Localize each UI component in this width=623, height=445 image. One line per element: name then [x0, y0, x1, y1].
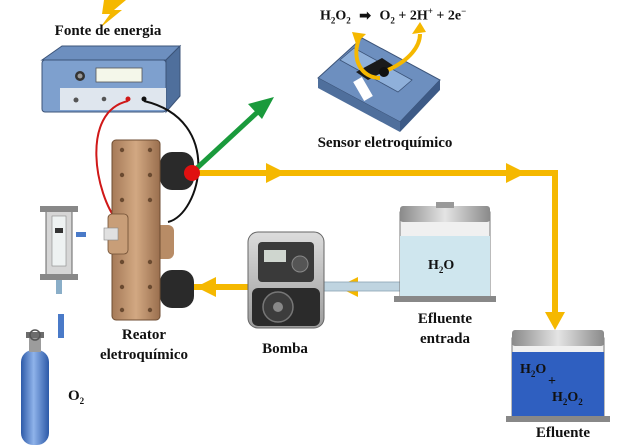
influent-tank: [394, 202, 496, 302]
reaction-product-2: + 2H: [398, 8, 428, 24]
reaction-product-1-sub: 2: [390, 15, 395, 26]
reaction-reactant-mid: O: [335, 8, 347, 24]
reaction-product-2-sup: +: [427, 6, 433, 16]
outlet-junction: [184, 165, 200, 181]
power-source-label: Fonte de energia: [54, 23, 162, 39]
effluent-water-label: H2O: [520, 362, 546, 382]
lightning-bolt-icon: [100, 0, 126, 28]
flow-lines: [175, 170, 558, 315]
effluent-tank: [506, 330, 610, 422]
power-source-device: [40, 44, 182, 114]
effluent-plus-label: +: [548, 374, 556, 390]
influent-content-o: O: [443, 258, 455, 273]
oxygen-label: O2: [68, 388, 84, 409]
reaction-arrow: ➡: [359, 8, 372, 24]
effluent-label: Efluente: [535, 425, 591, 441]
outlet-arrow: [195, 97, 274, 170]
reaction-product-3-sup: −: [461, 6, 467, 16]
reaction-product-1: O: [379, 8, 391, 24]
peristaltic-pump: [247, 231, 325, 329]
flow-rotameter: [40, 206, 86, 294]
red-wire: [95, 100, 129, 223]
effluent-water-h: H: [520, 362, 531, 377]
reaction-reactant-sub1: 2: [330, 15, 336, 26]
reactor-label-line2: eletroquímico: [99, 347, 189, 363]
influent-content-label: H2O: [428, 258, 454, 278]
effluent-peroxide-o: O: [567, 390, 579, 405]
effluent-water-sub: 2: [530, 368, 536, 379]
influent-content-sub: 2: [438, 264, 444, 275]
electrochemical-reactor: [103, 139, 200, 321]
influent-pipe: [321, 281, 401, 292]
influent-label-line2: entrada: [420, 331, 470, 347]
pump-label: Bomba: [262, 341, 308, 357]
oxygen-label-o: O: [68, 388, 80, 404]
reaction-reactant-sub2: 2: [346, 15, 351, 26]
sensor-label: Sensor eletroquímico: [317, 135, 453, 151]
gas-line: [58, 314, 64, 338]
reaction-equation: H2O2 ➡ O2 + 2H+ + 2e−: [320, 3, 466, 28]
reactor-label-line1: Reator: [121, 327, 167, 343]
reaction-product-3: + 2e: [436, 8, 462, 24]
electrochemical-sensor: [317, 22, 441, 132]
oxygen-label-sub: 2: [79, 396, 85, 406]
reaction-reactant: H: [320, 8, 331, 24]
effluent-peroxide-label: H2O2: [552, 390, 583, 410]
influent-content-h: H: [428, 258, 439, 273]
effluent-peroxide-sub1: 2: [562, 396, 568, 407]
effluent-peroxide-sub2: 2: [578, 396, 583, 407]
effluent-water-o: O: [535, 362, 547, 377]
effluent-peroxide-h: H: [552, 390, 563, 405]
oxygen-cylinder: [21, 329, 49, 445]
effluent-plus: +: [548, 374, 556, 389]
influent-label-line1: Efluente: [417, 311, 473, 327]
